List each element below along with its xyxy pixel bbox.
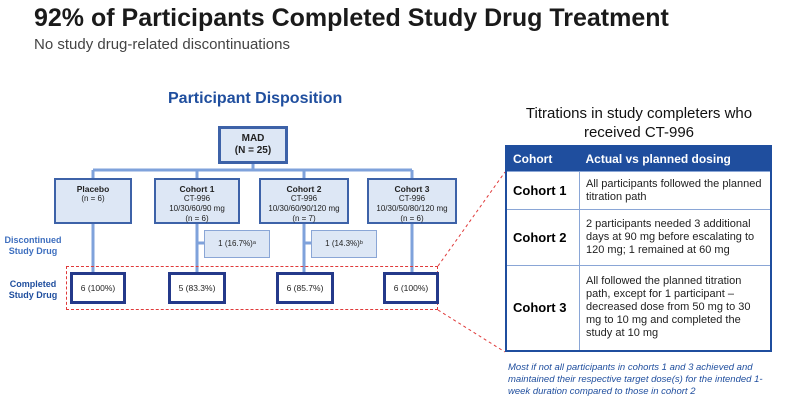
arm-n: (n = 6) [81,194,105,203]
completed-box-cohort1: 5 (83.3%) [168,272,226,304]
row-dosing: 2 participants needed 3 additional days … [579,209,770,266]
titrations-table: Cohort Actual vs planned dosing Cohort 1… [505,145,772,352]
table-row: Cohort 3 All followed the planned titrat… [507,265,770,350]
row-cohort: Cohort 2 [507,209,580,266]
arm-drug: CT-996 [398,194,426,203]
arm-n: (n = 7) [292,214,316,223]
mad-root-box: MAD (N = 25) [218,126,288,164]
mad-root-n: (N = 25) [234,145,272,156]
titrations-heading: Titrations in study completers who recei… [525,105,753,141]
footnote: Most if not all participants in cohorts … [508,362,763,397]
arm-drug: CT-996 [183,194,211,203]
header-dosing: Actual vs planned dosing [579,147,770,172]
arm-name: Cohort 3 [394,184,430,194]
arm-name: Cohort 1 [179,184,215,194]
arm-n: (n = 6) [185,214,209,223]
completed-box-cohort2: 6 (85.7%) [276,272,334,304]
arm-doses: 10/30/50/80/120 mg [376,204,448,213]
arm-box-placebo: Placebo (n = 6) [54,178,132,224]
slide-subtitle: No study drug-related discontinuations [34,36,290,53]
arm-doses: 10/30/60/90/120 mg [268,204,340,213]
table-row: Cohort 1 All participants followed the p… [507,171,770,210]
completed-box-cohort3: 6 (100%) [383,272,439,304]
table-row: Cohort 2 2 participants needed 3 additio… [507,209,770,266]
mad-root-name: MAD [241,133,265,144]
row-cohort: Cohort 3 [507,265,580,350]
discontinued-box-cohort2: 1 (14.3%)ᵇ [311,230,377,258]
arm-name: Cohort 2 [286,184,322,194]
row-cohort: Cohort 1 [507,171,580,210]
arm-box-cohort2: Cohort 2 CT-996 10/30/60/90/120 mg (n = … [259,178,349,224]
row-dosing: All participants followed the planned ti… [579,171,770,210]
arm-n: (n = 6) [400,214,424,223]
callout-line-top [437,171,506,267]
participant-disposition-heading: Participant Disposition [168,90,343,107]
completed-row-label: Completed Study Drug [8,279,58,300]
callout-line-bottom [437,309,506,353]
arm-name: Placebo [76,184,110,194]
arm-box-cohort3: Cohort 3 CT-996 10/30/50/80/120 mg (n = … [367,178,457,224]
slide-title: 92% of Participants Completed Study Drug… [34,4,669,32]
completed-box-placebo: 6 (100%) [70,272,126,304]
discontinued-row-label: Discontinued Study Drug [4,235,62,256]
header-cohort: Cohort [507,147,580,172]
titrations-header-row: Cohort Actual vs planned dosing [507,147,770,172]
arm-doses: 10/30/60/90 mg [169,204,225,213]
arm-box-cohort1: Cohort 1 CT-996 10/30/60/90 mg (n = 6) [154,178,240,224]
arm-drug: CT-996 [290,194,318,203]
discontinued-box-cohort1: 1 (16.7%)ᵃ [204,230,270,258]
row-dosing: All followed the planned titration path,… [579,265,770,350]
